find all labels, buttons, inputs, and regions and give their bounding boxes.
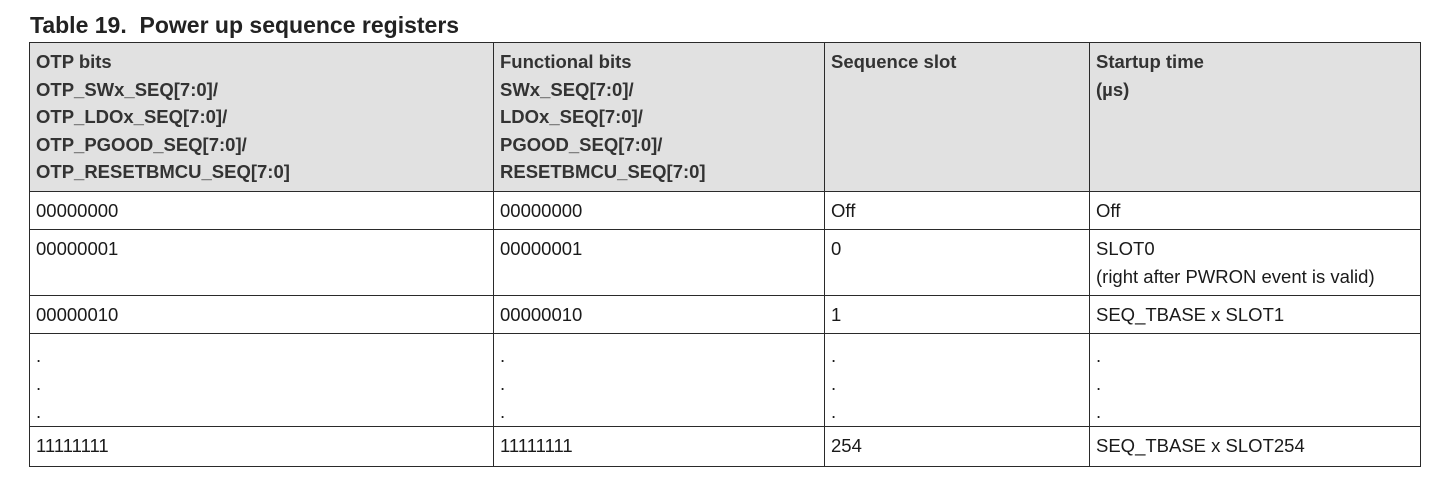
table-header-row: OTP bits OTP_SWx_SEQ[7:0]/ OTP_LDOx_SEQ[… — [29, 42, 1421, 192]
table-row: 11111111 11111111 254 SEQ_TBASE x SLOT25… — [29, 426, 1421, 467]
cell-text: 00000010 — [500, 304, 583, 325]
header-otp-bits: OTP bits OTP_SWx_SEQ[7:0]/ OTP_LDOx_SEQ[… — [29, 42, 494, 192]
cell-text: 00000000 — [500, 200, 583, 221]
cell-sequence-slot: Off — [824, 191, 1090, 230]
ellipsis-dot: . — [831, 401, 837, 422]
header-line: OTP_PGOOD_SEQ[7:0]/ — [36, 133, 247, 155]
cell-otp-bits: 11111111 — [29, 426, 494, 467]
cell-text: 11111111 — [36, 435, 109, 456]
header-line: OTP_LDOx_SEQ[7:0]/ — [36, 106, 228, 127]
ellipsis-dot: . — [500, 345, 506, 366]
cell-text: 00000001 — [500, 238, 583, 259]
ellipsis-dot: . — [500, 401, 506, 422]
cell-startup-time: Off — [1089, 191, 1421, 230]
ellipsis-dot: . — [1096, 373, 1102, 394]
header-line: SWx_SEQ[7:0]/ — [500, 78, 634, 100]
cell-text: 1 — [831, 304, 842, 325]
header-line: Sequence slot — [831, 51, 957, 72]
cell-startup-time: SLOT0 (right after PWRON event is valid) — [1089, 229, 1421, 296]
cell-otp-bits: 00000001 — [29, 229, 494, 296]
cell-functional-bits: 11111111 — [493, 426, 825, 467]
cell-otp-bits: 00000000 — [29, 191, 494, 230]
cell-text: Off — [831, 200, 856, 221]
header-line: OTP_RESETBMCU_SEQ[7:0] — [36, 161, 290, 182]
header-functional-bits: Functional bits SWx_SEQ[7:0]/ LDOx_SEQ[7… — [493, 42, 825, 192]
cell-text: 11111111 — [500, 435, 573, 456]
ellipsis-dot: . — [500, 373, 506, 394]
ellipsis-dot: . — [36, 373, 42, 394]
header-line: Startup time — [1096, 51, 1204, 72]
table-row: 00000001 00000001 0 SLOT0 (right after P… — [29, 229, 1421, 296]
table-row: . . . . . . . . . . . . — [29, 333, 1421, 427]
header-line: PGOOD_SEQ[7:0]/ — [500, 133, 663, 155]
cell-text: 00000010 — [36, 304, 119, 325]
cell-sequence-slot: 1 — [824, 295, 1090, 334]
cell-sequence-slot: 254 — [824, 426, 1090, 467]
cell-startup-time: . . . — [1089, 333, 1421, 427]
ellipsis-dot: . — [36, 401, 42, 422]
cell-functional-bits: 00000001 — [493, 229, 825, 296]
header-line: (µs) — [1096, 78, 1130, 100]
cell-functional-bits: . . . — [493, 333, 825, 427]
cell-text: SEQ_TBASE x SLOT1 — [1096, 304, 1285, 325]
ellipsis-dot: . — [36, 345, 42, 366]
cell-text: 254 — [831, 435, 862, 456]
cell-text: 0 — [831, 238, 842, 259]
power-up-sequence-table: OTP bits OTP_SWx_SEQ[7:0]/ OTP_LDOx_SEQ[… — [29, 42, 1421, 467]
cell-text: (right after PWRON event is valid) — [1096, 265, 1375, 287]
cell-text: 00000000 — [36, 200, 119, 221]
header-line: RESETBMCU_SEQ[7:0] — [500, 161, 706, 182]
header-line: OTP_SWx_SEQ[7:0]/ — [36, 78, 218, 100]
cell-text: SEQ_TBASE x SLOT254 — [1096, 435, 1305, 456]
cell-otp-bits: 00000010 — [29, 295, 494, 334]
cell-functional-bits: 00000010 — [493, 295, 825, 334]
ellipsis-dot: . — [831, 345, 837, 366]
cell-text: SLOT0 — [1096, 238, 1155, 259]
ellipsis-dot: . — [1096, 345, 1102, 366]
cell-text: 00000001 — [36, 238, 119, 259]
header-sequence-slot: Sequence slot — [824, 42, 1090, 192]
table-row: 00000010 00000010 1 SEQ_TBASE x SLOT1 — [29, 295, 1421, 334]
cell-startup-time: SEQ_TBASE x SLOT1 — [1089, 295, 1421, 334]
cell-otp-bits: . . . — [29, 333, 494, 427]
header-line: Functional bits — [500, 51, 632, 72]
cell-sequence-slot: . . . — [824, 333, 1090, 427]
cell-functional-bits: 00000000 — [493, 191, 825, 230]
header-startup-time: Startup time (µs) — [1089, 42, 1421, 192]
ellipsis-dot: . — [831, 373, 837, 394]
table-row: 00000000 00000000 Off Off — [29, 191, 1421, 230]
cell-startup-time: SEQ_TBASE x SLOT254 — [1089, 426, 1421, 467]
cell-text: Off — [1096, 200, 1121, 221]
header-line: OTP bits — [36, 51, 112, 72]
header-line: LDOx_SEQ[7:0]/ — [500, 106, 643, 127]
cell-sequence-slot: 0 — [824, 229, 1090, 296]
ellipsis-dot: . — [1096, 401, 1102, 422]
table-caption: Table 19. Power up sequence registers — [30, 12, 460, 38]
